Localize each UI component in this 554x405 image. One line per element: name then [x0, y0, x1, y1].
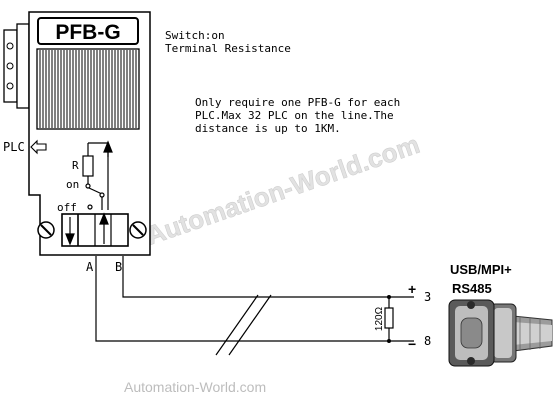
- right-screw-icon: [129, 221, 147, 239]
- pin-3-label: 3: [424, 290, 431, 304]
- vent-grille: [39, 50, 137, 128]
- diagonal-watermark: Automation-World.com: [142, 129, 423, 251]
- minus-sign: −: [408, 336, 416, 352]
- plc-arrow-icon: [30, 139, 47, 155]
- switch-on-label: on: [66, 178, 79, 191]
- pfb-g-device: PFB-G: [3, 11, 151, 274]
- connector-title-line2: RS485: [452, 281, 492, 296]
- switch-note-line2: Terminal Resistance: [165, 42, 291, 55]
- switch-note-line1: Switch:on: [165, 29, 225, 42]
- wire-b: [122, 256, 414, 298]
- info-note-line3: distance is up to 1KM.: [195, 122, 341, 135]
- internal-schematic: [61, 140, 129, 247]
- resistor-label: R: [72, 159, 79, 172]
- internal-resistor: [82, 155, 94, 177]
- rs485-db9-connector: [448, 299, 553, 367]
- pin-b-label: B: [115, 260, 122, 274]
- bus-wires: [95, 256, 414, 356]
- pin-8-label: 8: [424, 334, 431, 348]
- switch-off-label: off: [57, 201, 77, 214]
- device-title: PFB-G: [55, 21, 120, 44]
- device-left-connector: [3, 29, 18, 103]
- info-note-line1: Only require one PFB-G for each: [195, 96, 400, 109]
- switch-arm: [88, 187, 103, 195]
- termination-resistor: [384, 307, 394, 329]
- info-note-line2: PLC.Max 32 PLC on the line.The: [195, 109, 394, 122]
- left-screw-icon: [37, 221, 55, 239]
- device-body: [28, 11, 151, 256]
- connector-title-line1: USB/MPI+: [450, 262, 512, 277]
- pin-a-label: A: [86, 260, 94, 274]
- device-title-plate: [37, 17, 139, 45]
- plc-label: PLC: [3, 140, 25, 154]
- plus-sign: +: [408, 281, 416, 297]
- resistor-value-label: 120Ω: [374, 306, 385, 331]
- wire-break-mark: [215, 294, 259, 356]
- wire-a: [95, 256, 414, 342]
- bottom-watermark: Automation-World.com: [124, 379, 266, 395]
